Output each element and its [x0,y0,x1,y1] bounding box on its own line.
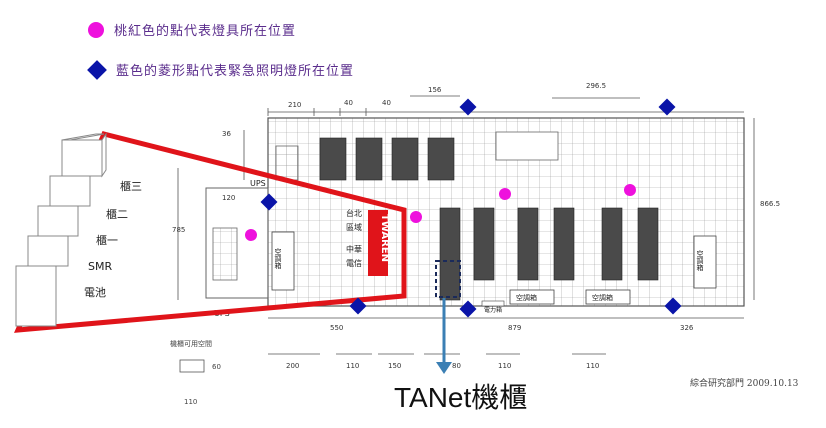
dim-326: 326 [680,324,694,332]
dim-866: 866.5 [760,200,780,208]
ac-vertical-box [271,231,295,291]
rack-main-4 [553,207,575,281]
plan-credit: 綜合研究部門 2009.10.13 [690,379,799,389]
lamp-dot-4 [624,184,636,196]
top-dimension-labels: 210 40 40 156 296.5 36 120 785 866.5 550… [172,82,780,332]
mid-label-3: 中華 [346,244,362,254]
twaren-box [368,210,388,276]
legend-lamp-row: 桃紅色的點代表燈具所在位置 [88,20,296,39]
annex-grid-block [212,227,238,281]
dim2-110a: 110 [346,362,359,370]
dim-296: 296.5 [586,82,606,90]
dim2-150: 150 [388,362,401,370]
electrical-box [481,300,505,307]
top-rack-row [319,137,455,181]
dim2-110b: 110 [498,362,511,370]
rack-top-2 [355,137,383,181]
cab-1 [61,139,103,177]
electrical-label: 電力箱 [484,306,502,314]
cab-4 [27,235,69,267]
rack-main-2 [473,207,495,281]
main-rack-rows [439,207,659,301]
top-annex-block [275,145,299,181]
cabinet-stack [15,132,107,327]
note-dim-60: 60 [212,363,221,371]
lamp-dot-3 [499,188,511,200]
rack-label-smr: SMR [88,260,112,273]
lamp-positions [245,184,636,241]
ac-label-3: 空調箱 [696,249,704,272]
mid-label-1: 台北 [346,208,362,218]
rack-label-3: 櫃三 [120,179,142,193]
rack-label-battery: 電池 [84,286,106,299]
tanet-arrow-head [436,362,452,374]
ac-vertical-label: 空調箱 [274,247,282,270]
rack-main-6 [637,207,659,281]
rack-tanet [439,207,461,301]
note-dim-110: 110 [184,398,197,406]
dim-40a: 40 [344,99,353,107]
rack-top-1 [319,137,347,181]
cab-2 [49,175,91,207]
tanet-highlight-box [435,260,461,298]
lamp-dot-2 [410,211,422,223]
rack-main-5 [601,207,623,281]
dim2-110c: 110 [586,362,599,370]
twaren-label: TWAREN [379,214,390,262]
cabinet-labels: 櫃三 櫃二 櫃一 SMR 電池 [84,179,142,299]
dim-36: 36 [222,130,231,138]
dim-785: 785 [172,226,185,234]
mid-label-2: 區域 [346,222,362,232]
cab-5 [15,265,57,327]
emergency-diamond-1 [459,98,477,116]
legend-emergency-text: 藍色的菱形點代表緊急照明燈所在位置 [116,64,355,79]
ac-box-2 [585,289,631,305]
tanet-caption: TANet機櫃 [394,382,528,413]
rack-main-3 [517,207,539,281]
rack-top-4 [427,137,455,181]
legend-emergency-row: 藍色的菱形點代表緊急照明燈所在位置 [87,59,355,80]
ac-box-3 [693,235,717,289]
ac-label-1: 空調箱 [516,293,537,302]
dim-210: 210 [288,101,301,109]
lamp-dot-1 [245,229,257,241]
ac-box-1 [509,289,555,305]
cab-3 [37,205,79,237]
dim-120: 120 [222,194,235,202]
emergency-diamond-2 [658,98,676,116]
dim2-200: 200 [286,362,299,370]
left-annex [205,187,269,299]
legend-lamp-text: 桃紅色的點代表燈具所在位置 [114,24,297,39]
ac-label-2: 空調箱 [592,293,613,302]
cab-top-face [61,133,105,141]
mid-label-4: 電信 [346,258,362,268]
dim-879: 879 [508,324,521,332]
cab-1-side [101,132,107,178]
pink-circle-icon [88,21,104,38]
dim-156: 156 [428,86,442,94]
dim-40b: 40 [382,99,391,107]
ac-units [509,235,717,305]
top-room-block [495,131,559,161]
note-rack-box [179,359,205,373]
note-usable-space: 機櫃可用空間 [170,339,212,348]
emergency-diamond-6 [664,297,682,315]
rack-label-2: 櫃二 [106,207,128,221]
rack-top-3 [391,137,419,181]
bottom-dimension-labels: 200 110 150 80 110 110 [286,362,599,370]
ups-top-label: UPS [250,179,266,188]
dim-550: 550 [330,324,343,332]
rack-label-1: 櫃一 [96,233,118,247]
dim2-80: 80 [452,362,461,370]
mid-labels: 台北 區域 中華 電信 [346,208,362,268]
